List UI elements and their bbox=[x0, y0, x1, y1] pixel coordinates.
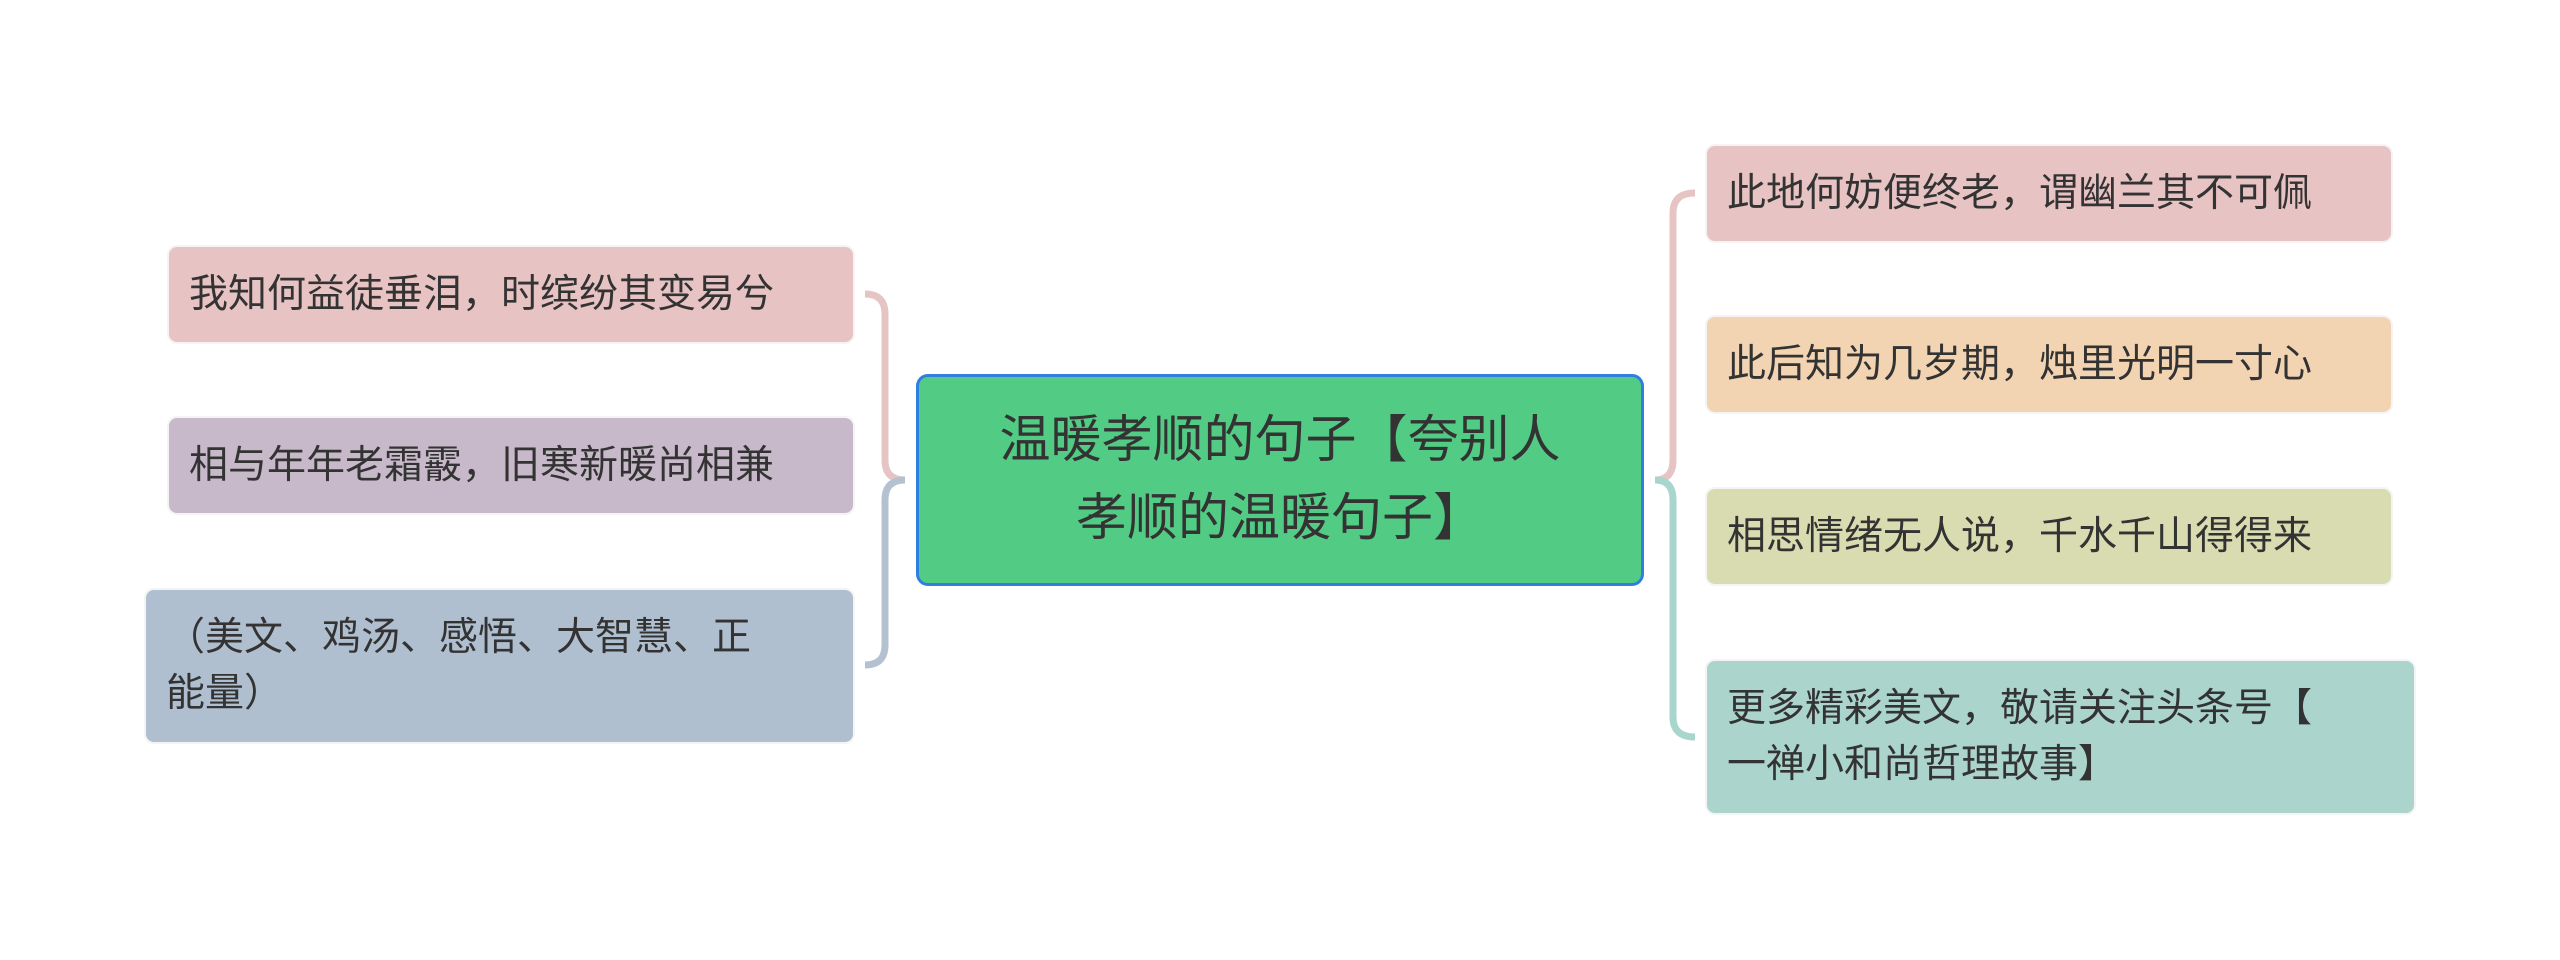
left-node-3-label: （美文、鸡汤、感悟、大智慧、正能量） bbox=[146, 610, 771, 722]
center-topic-node[interactable]: 温暖孝顺的句子【夸别人孝顺的温暖句子】 bbox=[916, 374, 1644, 586]
connector-left-upper bbox=[864, 290, 906, 484]
right-node-3-label: 相思情绪无人说，千水千山得得来 bbox=[1727, 513, 2313, 559]
right-node-2-label: 此后知为几岁期，烛里光明一寸心 bbox=[1727, 341, 2313, 387]
left-node-3-line-2: 能量） bbox=[166, 671, 284, 716]
right-node-4-line-1: 更多精彩美文，敬请关注头条号【 bbox=[1727, 686, 2313, 731]
left-node-2[interactable]: 相与年年老霜霰，旧寒新暖尚相兼 bbox=[167, 416, 855, 515]
right-node-3[interactable]: 相思情绪无人说，千水千山得得来 bbox=[1705, 487, 2393, 586]
right-node-2[interactable]: 此后知为几岁期，烛里光明一寸心 bbox=[1705, 315, 2393, 414]
center-topic-line-1: 温暖孝顺的句子【夸别人 bbox=[999, 411, 1561, 470]
connector-right-upper bbox=[1654, 189, 1696, 484]
left-node-2-label: 相与年年老霜霰，旧寒新暖尚相兼 bbox=[189, 442, 775, 488]
right-node-4-label: 更多精彩美文，敬请关注头条号【一禅小和尚哲理故事】 bbox=[1707, 681, 2332, 793]
left-node-3[interactable]: （美文、鸡汤、感悟、大智慧、正能量） bbox=[144, 588, 855, 744]
left-node-1[interactable]: 我知何益徒垂泪，时缤纷其变易兮 bbox=[167, 245, 855, 344]
connector-left-lower bbox=[864, 476, 906, 669]
right-node-4-line-2: 一禅小和尚哲理故事】 bbox=[1727, 742, 2118, 787]
center-topic-label: 温暖孝顺的句子【夸别人孝顺的温暖句子】 bbox=[959, 402, 1600, 558]
right-node-1[interactable]: 此地何妨便终老，谓幽兰其不可佩 bbox=[1705, 144, 2393, 243]
connector-right-lower bbox=[1654, 476, 1696, 741]
right-node-4[interactable]: 更多精彩美文，敬请关注头条号【一禅小和尚哲理故事】 bbox=[1705, 659, 2416, 815]
right-node-1-label: 此地何妨便终老，谓幽兰其不可佩 bbox=[1727, 170, 2313, 216]
left-node-1-label: 我知何益徒垂泪，时缤纷其变易兮 bbox=[189, 271, 775, 317]
center-topic-line-2: 孝顺的温暖句子】 bbox=[1075, 489, 1484, 548]
left-node-3-line-1: （美文、鸡汤、感悟、大智慧、正 bbox=[166, 615, 752, 660]
